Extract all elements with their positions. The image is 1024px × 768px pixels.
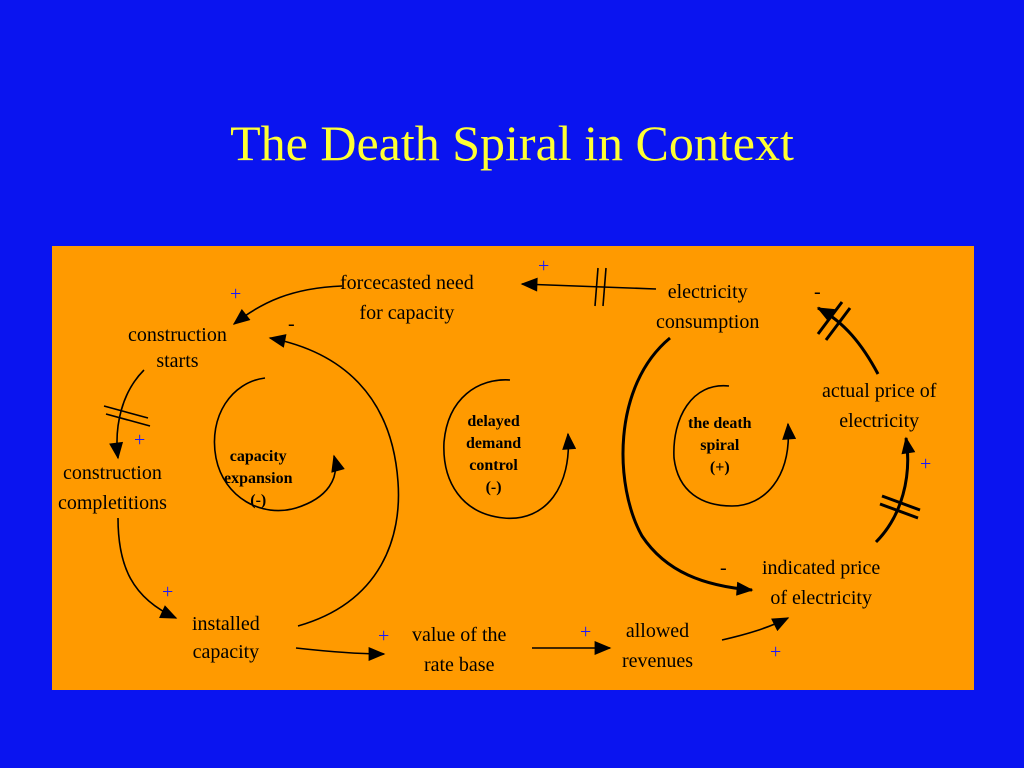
node-installed-capacity: installed capacity [192,613,260,663]
loop-label-delayed-demand-control: delayed demand control (-) [466,413,522,496]
loop-icon-capacity-expansion [213,377,345,512]
arrow-capacity-to-starts [268,334,400,627]
sign-rate-base-to-revenues: + [580,621,592,643]
node-construction-completions: construction completitions [58,462,167,514]
delay-mark-actual-consumption-1 [816,301,844,335]
node-rate-base: value of the rate base [412,624,507,676]
node-forecasted-need: forcecasted need for capacity [340,272,474,324]
delay-mark-starts-completions-2 [105,413,151,427]
delay-mark-starts-completions-1 [103,405,149,419]
arrow-consumption-to-need [520,277,657,292]
sign-consumption-to-indicated: - [720,557,727,579]
sign-completions-to-capacity: + [162,581,174,603]
sign-need-to-starts: + [230,283,242,305]
sign-capacity-to-rate-base: + [378,625,390,647]
sign-price-to-consumption: - [814,281,821,303]
delay-mark-indicated-actual-2 [879,502,919,520]
node-indicated-price: indicated price of electricity [762,557,881,609]
loop-label-capacity-expansion: capacity expansion (-) [224,448,293,509]
causal-loop-diagram: forcecasted need for capacity electricit… [52,246,974,690]
delay-mark-consumption-need-2 [602,267,607,307]
arrow-completions-to-capacity [117,517,178,619]
sign-revenues-to-indicated: + [770,641,782,663]
delay-mark-consumption-need-1 [594,267,599,307]
arrow-indicated-to-actual [874,436,916,544]
arrow-capacity-to-rate-base [295,646,386,661]
sign-consumption-to-need: + [538,255,550,277]
node-construction-starts: construction starts [128,324,227,372]
loop-icon-delayed-demand [443,379,577,519]
arrow-actual-to-consumption [816,306,880,375]
node-actual-price: actual price of electricity [822,380,937,432]
delay-mark-indicated-actual-1 [881,494,921,512]
node-allowed-revenues: allowed revenues [622,620,694,672]
delay-mark-actual-consumption-2 [824,307,852,341]
arrow-consumption-to-indicated [621,336,754,596]
diagram-arrows [103,267,921,661]
loop-icon-death-spiral [673,385,797,507]
sign-indicated-to-actual: + [920,453,932,475]
arrow-revenues-to-indicated [721,617,790,641]
loop-label-death-spiral: the death spiral (+) [688,415,752,476]
sign-starts-to-completions: + [134,429,146,451]
arrow-need-to-starts [232,285,343,325]
node-electricity-consumption: electricity consumption [656,281,760,333]
sign-capacity-to-starts: - [288,313,295,335]
slide-title: The Death Spiral in Context [230,115,794,171]
